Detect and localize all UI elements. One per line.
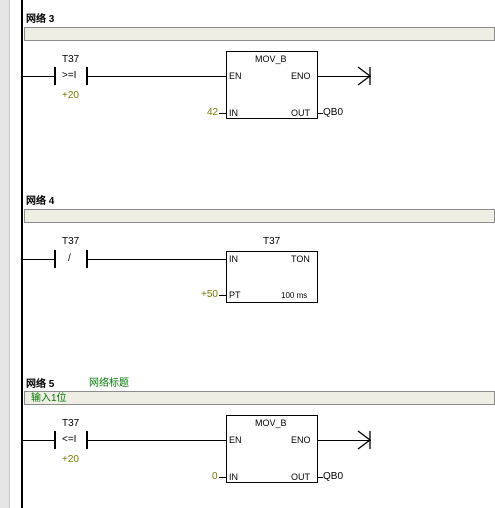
wire [219, 295, 227, 296]
compare-contact-left[interactable] [54, 67, 56, 85]
wire [317, 76, 371, 77]
network-comment[interactable]: 输入1位 [24, 391, 495, 405]
compare-operator: <=I [62, 434, 77, 445]
wire [23, 76, 55, 77]
pt-pin: PT [229, 290, 241, 300]
network-5[interactable]: 网络 5 网络标题 输入1位 T37 <=I +20 MOV_B EN ENO … [0, 370, 495, 508]
wire [219, 477, 227, 478]
out-pin: OUT [291, 472, 310, 482]
contact-address: T37 [62, 54, 80, 65]
compare-operand: +20 [62, 90, 79, 101]
wire [317, 477, 323, 478]
nc-contact-right[interactable] [86, 250, 88, 268]
compare-operand: +20 [62, 454, 79, 465]
timer-type: TON [291, 254, 310, 264]
network-4[interactable]: 网络 4 T37 / T37 IN TON PT 100 ms +50 [0, 180, 495, 370]
network-subtitle: 网络标题 [89, 378, 129, 389]
contact-operator: / [68, 253, 71, 264]
nc-contact-left[interactable] [54, 250, 56, 268]
ton-timer-block[interactable]: IN TON PT 100 ms [226, 251, 318, 303]
compare-contact-right[interactable] [86, 67, 88, 85]
block-name: MOV_B [255, 54, 287, 64]
wire [317, 440, 371, 441]
wire [317, 113, 323, 114]
out-value[interactable]: QB0 [323, 107, 344, 118]
in-pin: IN [229, 472, 238, 482]
in-pin: IN [229, 108, 238, 118]
out-pin: OUT [291, 108, 310, 118]
eno-pin: ENO [291, 71, 311, 81]
eno-pin: ENO [291, 435, 311, 445]
network-title: 网络 3 [26, 14, 55, 25]
network-comment[interactable] [24, 27, 495, 41]
wire [88, 76, 227, 77]
wire [88, 259, 227, 260]
compare-contact-right[interactable] [86, 431, 88, 449]
power-rail [21, 0, 23, 508]
compare-contact-left[interactable] [54, 431, 56, 449]
network-title: 网络 4 [26, 196, 55, 207]
wire [88, 440, 227, 441]
en-pin: EN [229, 435, 242, 445]
left-margin [0, 0, 10, 508]
network-comment-text: 输入1位 [31, 393, 67, 404]
wire [219, 113, 227, 114]
output-arrow-icon [357, 66, 372, 86]
wire [23, 259, 55, 260]
in-value[interactable]: 42 [207, 107, 219, 118]
wire [23, 440, 55, 441]
contact-address: T37 [62, 418, 80, 429]
compare-operator: >=I [62, 70, 77, 81]
mov-b-block[interactable]: MOV_B EN ENO IN OUT [226, 51, 318, 119]
in-value[interactable]: 0 [212, 471, 218, 482]
pt-value[interactable]: +50 [201, 289, 218, 300]
out-value[interactable]: QB0 [323, 471, 344, 482]
en-pin: EN [229, 71, 242, 81]
contact-address: T37 [62, 236, 80, 247]
network-3[interactable]: 网络 3 T37 >=I +20 MOV_B EN ENO IN OUT 42 … [0, 0, 495, 180]
time-base: 100 ms [281, 291, 308, 300]
block-name: MOV_B [255, 418, 287, 428]
mov-b-block[interactable]: MOV_B EN ENO IN OUT [226, 415, 318, 483]
timer-address: T37 [263, 236, 281, 247]
output-arrow-icon [357, 430, 372, 450]
in-pin: IN [229, 254, 238, 264]
network-comment[interactable] [24, 209, 495, 223]
network-title: 网络 5 [26, 379, 55, 390]
